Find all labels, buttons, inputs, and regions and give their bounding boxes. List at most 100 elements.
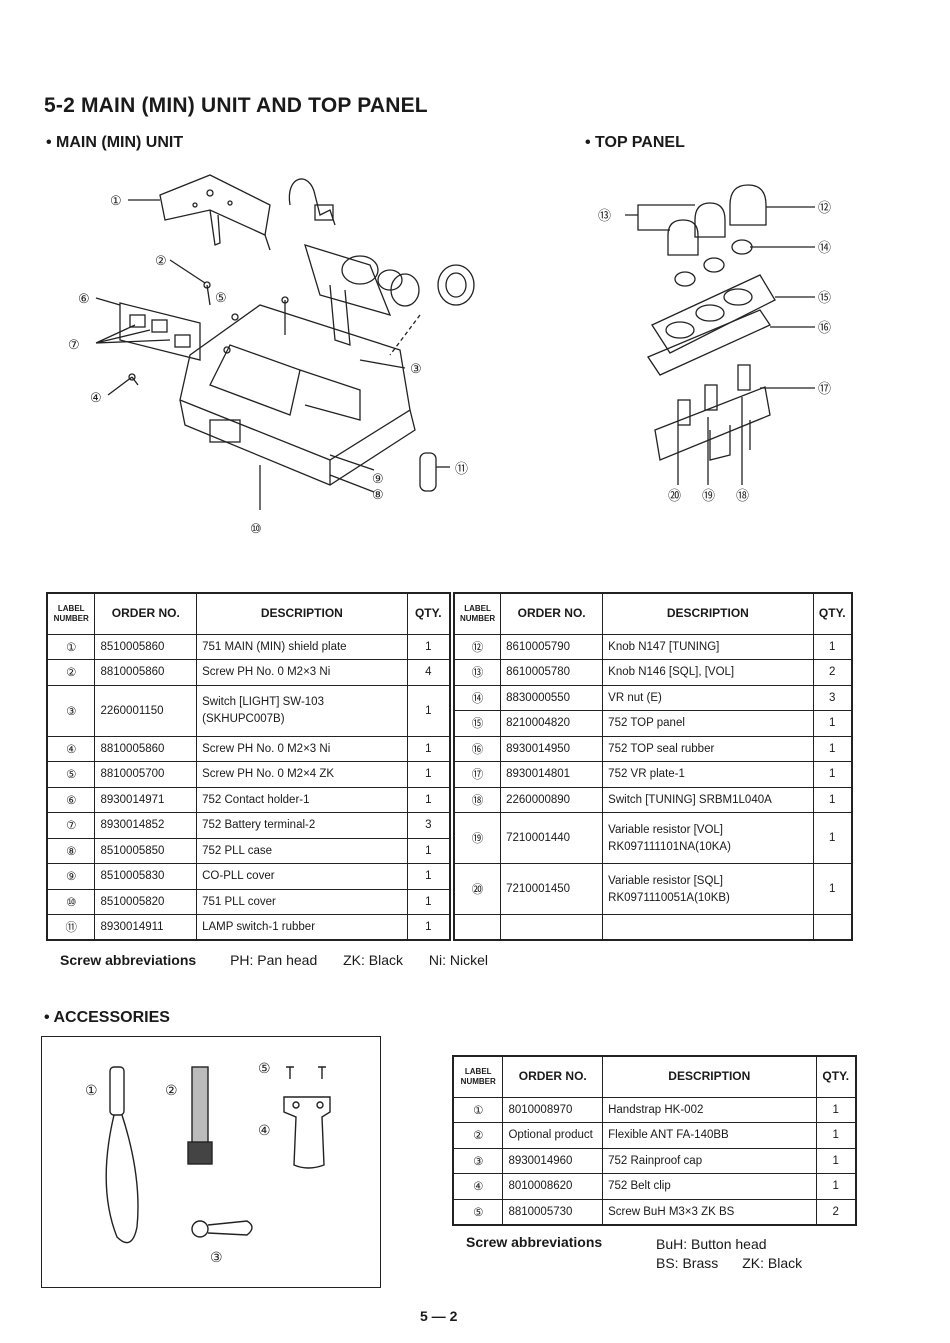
- acc-callout-1: ①: [85, 1082, 98, 1098]
- accessories-illustration-box: ① ② ③ ④ ⑤: [41, 1036, 381, 1288]
- description-line: Screw PH No. 0 M2×3 Ni: [202, 666, 331, 679]
- callout-9: ⑨: [372, 471, 384, 486]
- accessories-diagram: ① ② ③ ④ ⑤: [85, 1060, 331, 1265]
- header-order-no: ORDER NO.: [94, 592, 198, 635]
- label-number: ②: [452, 1122, 504, 1149]
- top-panel-diagram: ⑬ ⑫ ⑭ ⑮ ⑯ ⑰ ⑳ ⑲ ⑱: [598, 184, 831, 503]
- quantity: 3: [406, 812, 451, 839]
- acc-callout-3: ③: [210, 1249, 223, 1265]
- quantity: 1: [406, 888, 451, 915]
- quantity: 1: [406, 914, 451, 941]
- order-number: 8930014960: [502, 1147, 604, 1174]
- label-number: ⑩: [46, 888, 96, 915]
- parts-table-left: LABEL NUMBER ORDER NO. DESCRIPTION QTY. …: [46, 592, 451, 941]
- acc-callout-5: ⑤: [258, 1060, 271, 1076]
- description: LAMP switch-1 rubber: [196, 914, 408, 941]
- quantity: 1: [812, 633, 853, 660]
- order-number: 8930014911: [94, 914, 198, 941]
- description-line: Knob N146 [SQL], [VOL]: [608, 666, 735, 679]
- order-number: 8930014950: [500, 735, 604, 762]
- quantity: 1: [815, 1147, 857, 1174]
- quantity: 1: [406, 863, 451, 890]
- abbr-bs: BS: Brass: [656, 1255, 719, 1271]
- description-line: 752 Contact holder-1: [202, 793, 310, 806]
- abbr-ni: Ni: Nickel: [428, 952, 489, 968]
- order-number: 8810005730: [502, 1198, 604, 1225]
- acc-callout-4: ④: [258, 1122, 271, 1138]
- accessories-heading: • ACCESSORIES: [44, 1009, 170, 1026]
- description: 752 TOP seal rubber: [602, 735, 814, 762]
- label-number: ④: [452, 1173, 504, 1200]
- abbr-ph: PH: Pan head: [230, 952, 318, 968]
- parts-table-right: LABEL NUMBER ORDER NO. DESCRIPTION QTY. …: [453, 592, 853, 941]
- label-number: ⑦: [46, 812, 96, 839]
- order-number: 8010008970: [502, 1096, 604, 1123]
- quantity: 1: [812, 812, 853, 864]
- callout-17: ⑰: [818, 381, 831, 396]
- description: CO-PLL cover: [196, 863, 408, 890]
- description: Knob N147 [TUNING]: [602, 633, 814, 660]
- description: Handstrap HK-002: [602, 1096, 817, 1123]
- label-number: ⑲: [453, 812, 502, 864]
- order-number: 8010008620: [502, 1173, 604, 1200]
- description-line: Variable resistor [SQL]: [608, 874, 724, 887]
- callout-3: ③: [410, 361, 422, 376]
- description-line: 752 Battery terminal-2: [202, 819, 316, 832]
- order-number: Optional product: [502, 1122, 604, 1149]
- top-panel-heading: • TOP PANEL: [585, 134, 685, 151]
- callout-13: ⑬: [598, 208, 611, 223]
- quantity: 1: [815, 1096, 857, 1123]
- abbr-acc-title: Screw abbreviations: [466, 1234, 603, 1250]
- description-line: Handstrap HK-002: [608, 1103, 704, 1116]
- header-label-number: LABEL NUMBER: [453, 592, 502, 635]
- page-number: 5 — 2: [420, 1308, 458, 1324]
- quantity: 1: [812, 863, 853, 915]
- label-number: ⑮: [453, 710, 502, 737]
- description-line: CO-PLL cover: [202, 870, 275, 883]
- description: Screw PH No. 0 M2×3 Ni: [196, 659, 408, 686]
- quantity: 1: [406, 761, 451, 788]
- order-number: 8210004820: [500, 710, 604, 737]
- order-number: 7210001440: [500, 812, 604, 864]
- label-number: ⑧: [46, 837, 96, 864]
- description-line: Screw BuH M3×3 ZK BS: [608, 1205, 735, 1218]
- quantity: 1: [812, 710, 853, 737]
- order-number: 8510005820: [94, 888, 198, 915]
- header-description: DESCRIPTION: [196, 592, 408, 635]
- label-number: ⑥: [46, 786, 96, 813]
- callout-8: ⑧: [372, 487, 384, 502]
- label-number: ⑤: [46, 761, 96, 788]
- screw-abbreviations-main: Screw abbreviations PH: Pan head ZK: Bla…: [60, 952, 488, 968]
- quantity: 1: [812, 735, 853, 762]
- callout-16: ⑯: [818, 320, 831, 335]
- description: Screw BuH M3×3 ZK BS: [602, 1198, 817, 1225]
- description: Switch [LIGHT] SW-103(SKHUPC007B): [196, 684, 408, 737]
- order-number: 8930014801: [500, 761, 604, 788]
- label-number: ④: [46, 735, 96, 762]
- label-number: ⑨: [46, 863, 96, 890]
- callout-15: ⑮: [818, 290, 831, 305]
- header-description: DESCRIPTION: [602, 1055, 817, 1098]
- label-number: ③: [452, 1147, 504, 1174]
- description-line: LAMP switch-1 rubber: [202, 921, 316, 933]
- description: 751 PLL cover: [196, 888, 408, 915]
- label-number: ⑭: [453, 684, 502, 711]
- description: Variable resistor [SQL]RK0971110051A(10K…: [602, 863, 814, 915]
- description: 751 MAIN (MIN) shield plate: [196, 633, 408, 660]
- description: 752 Contact holder-1: [196, 786, 408, 813]
- description-line: 751 PLL cover: [202, 895, 276, 908]
